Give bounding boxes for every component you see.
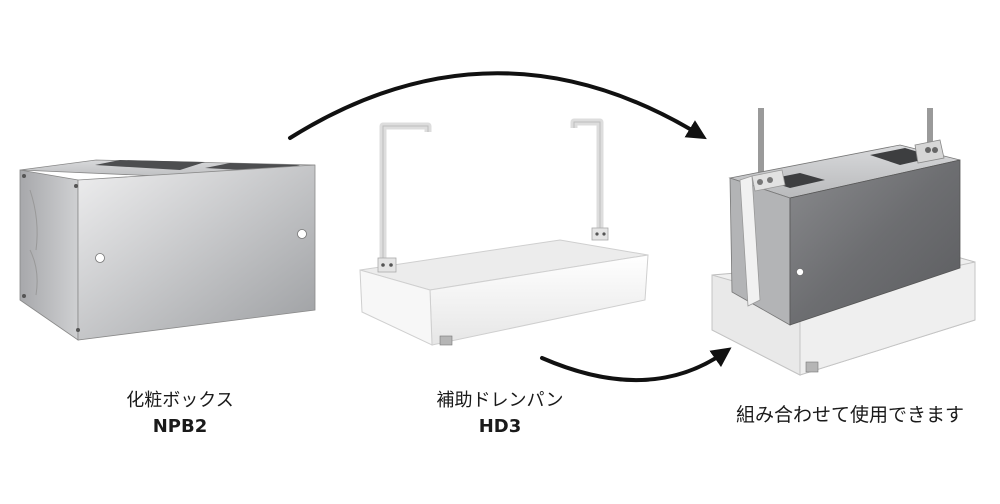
curved-arrow-icon bbox=[288, 71, 707, 140]
hd3-code: HD3 bbox=[478, 416, 522, 437]
curved-arrow-icon bbox=[540, 347, 732, 383]
hd3-caption: 補助ドレンパン HD3 bbox=[410, 388, 590, 440]
hd3-name: 補助ドレンパン bbox=[436, 390, 564, 411]
npb2-code: NPB2 bbox=[152, 416, 208, 437]
npb2-name: 化粧ボックス bbox=[126, 390, 234, 411]
combined-caption: 組み合わせて使用できます bbox=[735, 404, 964, 426]
npb2-caption: 化粧ボックス NPB2 bbox=[90, 388, 270, 440]
npb2-box-image bbox=[19, 159, 316, 341]
combined-assembly-image bbox=[711, 108, 976, 376]
hd3-drain-pan-image bbox=[359, 118, 649, 346]
